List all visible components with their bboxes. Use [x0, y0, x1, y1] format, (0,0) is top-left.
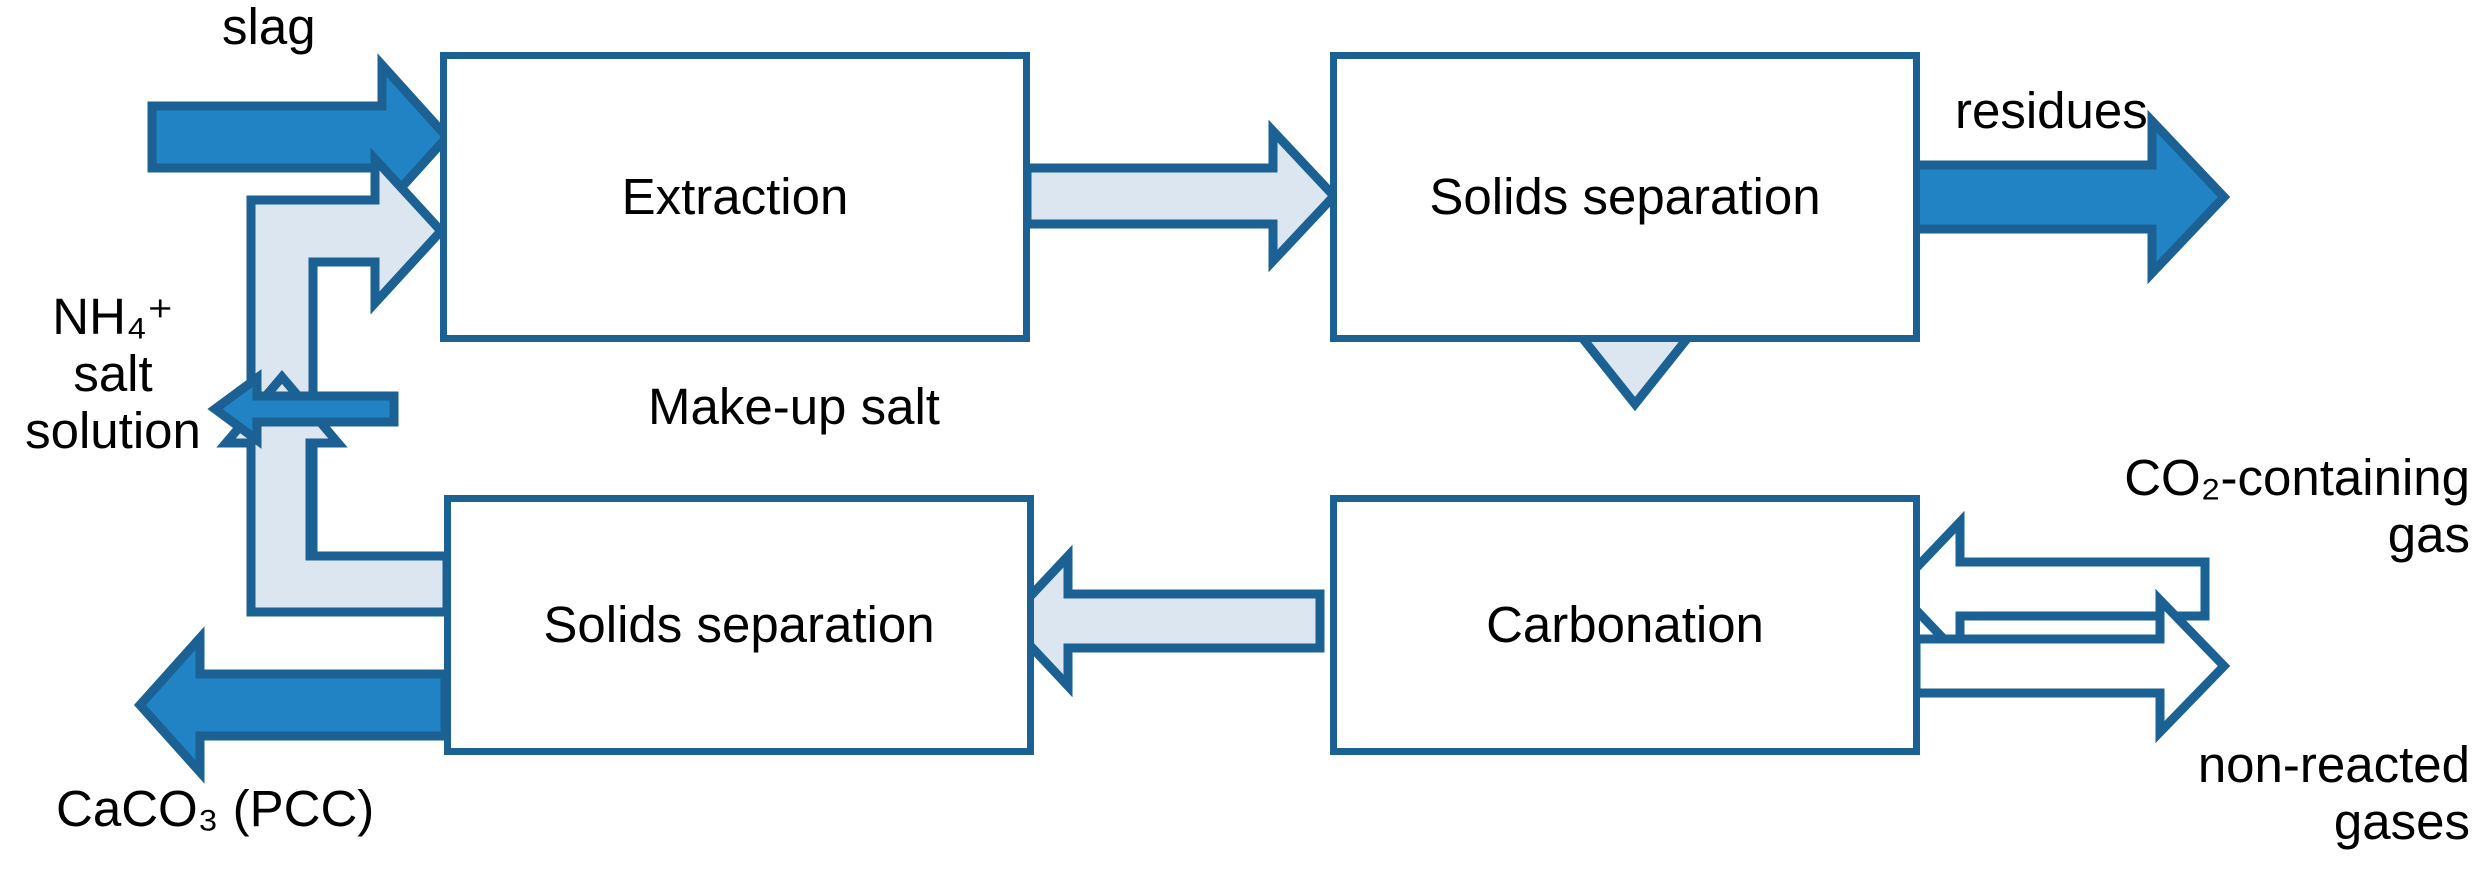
stream-label-nh4-line1: NH₄⁺ [52, 288, 174, 345]
stream-label-makeup-salt-text: Make-up salt [648, 378, 940, 435]
stream-label-nonreacted-gases-line2: gases [2333, 793, 2470, 851]
stream-label-nonreacted-gases-line1: non-reacted [2197, 736, 2470, 793]
stream-label-makeup-salt: Make-up salt [648, 378, 940, 435]
process-box-solids-separation-top[interactable]: Solids separation [1330, 52, 1920, 342]
arrow-extraction-to-solids-separation [1022, 119, 1341, 273]
arrow-slag-in [147, 53, 454, 221]
process-box-solids-separation-top-label: Solids separation [1429, 168, 1821, 226]
stream-label-co2-gas-line2: gas [2387, 506, 2470, 564]
stream-label-nh4-line2: salt [73, 345, 153, 403]
stream-label-slag: slag [222, 0, 316, 55]
process-box-extraction[interactable]: Extraction [440, 52, 1030, 342]
stream-label-slag-text: slag [222, 0, 316, 55]
stream-label-nh4-line3: solution [25, 402, 201, 460]
stream-label-caco3: CaCO₃ (PCC) [56, 780, 374, 837]
arrow-carbonation-to-solids-separation [1000, 544, 1325, 698]
process-box-extraction-label: Extraction [621, 168, 849, 226]
arrow-nonreacted-gases-out [1911, 588, 2231, 744]
stream-label-residues-text: residues [1955, 82, 2148, 139]
arrow-residues-out [1909, 109, 2231, 285]
arrow-makeup-salt-in [207, 369, 399, 449]
process-box-carbonation-label: Carbonation [1486, 596, 1764, 654]
process-box-solids-separation-bottom-label: Solids separation [543, 596, 935, 654]
stream-label-residues: residues [1955, 82, 2148, 139]
arrow-caco3-out [133, 626, 450, 784]
process-box-solids-separation-bottom[interactable]: Solids separation [444, 495, 1034, 755]
stream-label-co2-gas: CO₂-containing gas [1990, 449, 2470, 563]
stream-label-caco3-text: CaCO₃ (PCC) [56, 780, 375, 837]
stream-label-nonreacted-gases: non-reacted gases [1990, 736, 2470, 850]
stream-label-co2-gas-line1: CO₂-containing [2124, 449, 2470, 506]
stream-label-nh4-salt-solution: NH₄⁺ salt solution [0, 288, 234, 459]
process-box-carbonation[interactable]: Carbonation [1330, 495, 1920, 755]
